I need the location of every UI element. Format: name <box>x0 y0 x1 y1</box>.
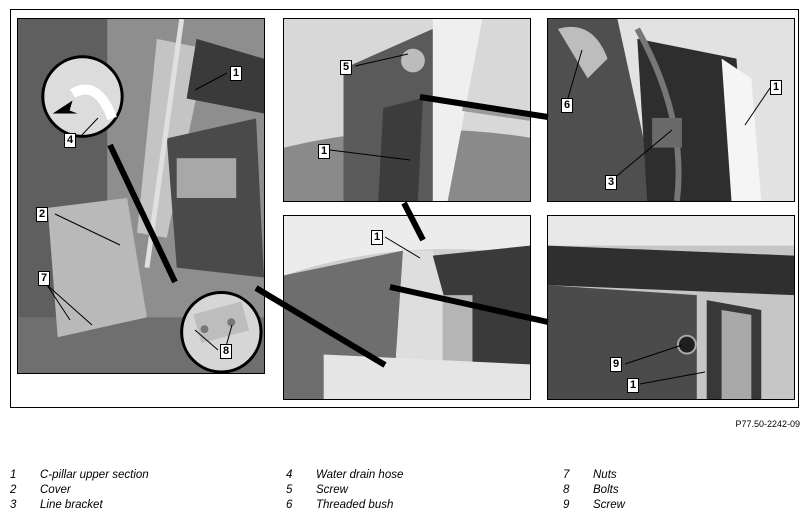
photo-bottom-middle-drawing <box>284 216 530 399</box>
callout-4: 4 <box>64 133 77 148</box>
legend-number: 1 <box>10 469 17 481</box>
legend-text: Bolts <box>593 484 619 496</box>
photo-panel-top-middle <box>283 18 531 202</box>
legend-text: Line bracket <box>40 499 103 511</box>
photo-bottom-right-drawing <box>548 216 794 399</box>
legend: 1 C-pillar upper section 2 Cover 3 Line bra… <box>0 468 811 521</box>
photo-panel-main <box>17 18 265 374</box>
callout-7: 7 <box>38 271 51 286</box>
photo-top-right-drawing <box>548 19 794 201</box>
photo-panel-bottom-right <box>547 215 795 400</box>
photo-panel-top-right <box>547 18 795 202</box>
callout-1-bottom-right: 1 <box>627 378 640 393</box>
callout-1-top-middle: 1 <box>318 144 331 159</box>
legend-text: Cover <box>40 484 71 496</box>
legend-number: 9 <box>563 499 570 511</box>
legend-text: Water drain hose <box>316 469 404 481</box>
legend-text: C-pillar upper section <box>40 469 149 481</box>
legend-number: 7 <box>563 469 570 481</box>
legend-number: 8 <box>563 484 570 496</box>
figure-reference-code: P77.50-2242-09 <box>735 419 800 429</box>
photo-panel-bottom-middle <box>283 215 531 400</box>
legend-text: Threaded bush <box>316 499 394 511</box>
legend-text: Nuts <box>593 469 617 481</box>
callout-1-bottom-middle: 1 <box>371 230 384 245</box>
callout-5: 5 <box>340 60 353 75</box>
photo-main-drawing <box>18 19 264 373</box>
legend-number: 5 <box>286 484 293 496</box>
callout-3: 3 <box>605 175 618 190</box>
legend-text: Screw <box>316 484 348 496</box>
callout-8: 8 <box>220 344 233 359</box>
legend-number: 4 <box>286 469 293 481</box>
legend-text: Screw <box>593 499 625 511</box>
callout-9: 9 <box>610 357 623 372</box>
callout-6: 6 <box>561 98 574 113</box>
legend-number: 6 <box>286 499 293 511</box>
callout-1-main: 1 <box>230 66 243 81</box>
photo-top-middle-drawing <box>284 19 530 201</box>
callout-2: 2 <box>36 207 49 222</box>
legend-number: 2 <box>10 484 17 496</box>
legend-number: 3 <box>10 499 17 511</box>
callout-1-top-right: 1 <box>770 80 783 95</box>
